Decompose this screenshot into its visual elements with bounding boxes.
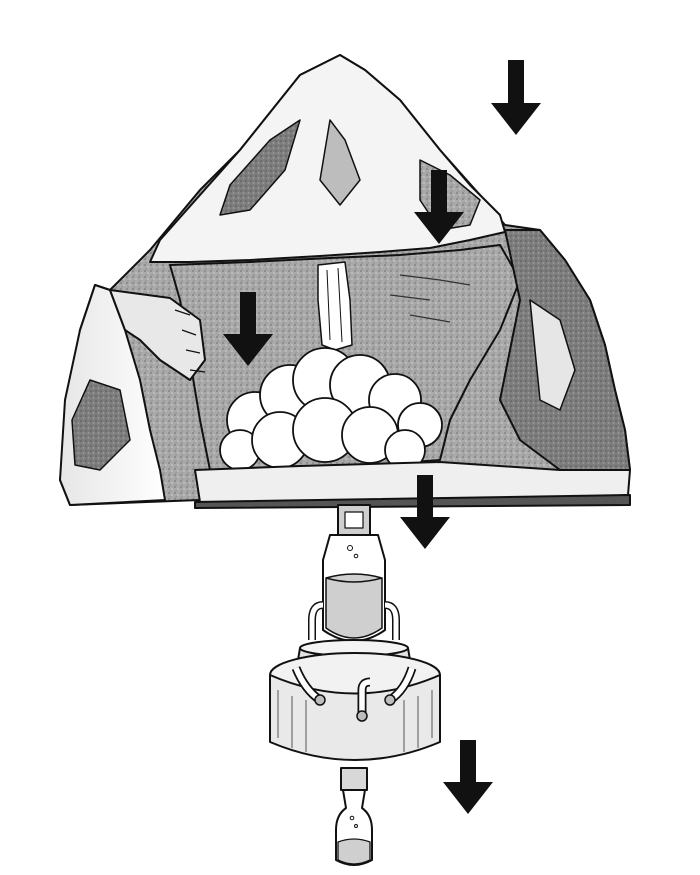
down-arrow-icon xyxy=(491,60,541,135)
down-arrow-icon xyxy=(400,475,450,549)
down-arrow-icon xyxy=(443,740,493,814)
waterfall-foam xyxy=(219,347,443,471)
down-arrow-icon xyxy=(414,170,464,244)
distillation-apparatus xyxy=(269,504,441,866)
down-arrow-icon xyxy=(223,292,273,366)
mountain xyxy=(59,54,631,509)
